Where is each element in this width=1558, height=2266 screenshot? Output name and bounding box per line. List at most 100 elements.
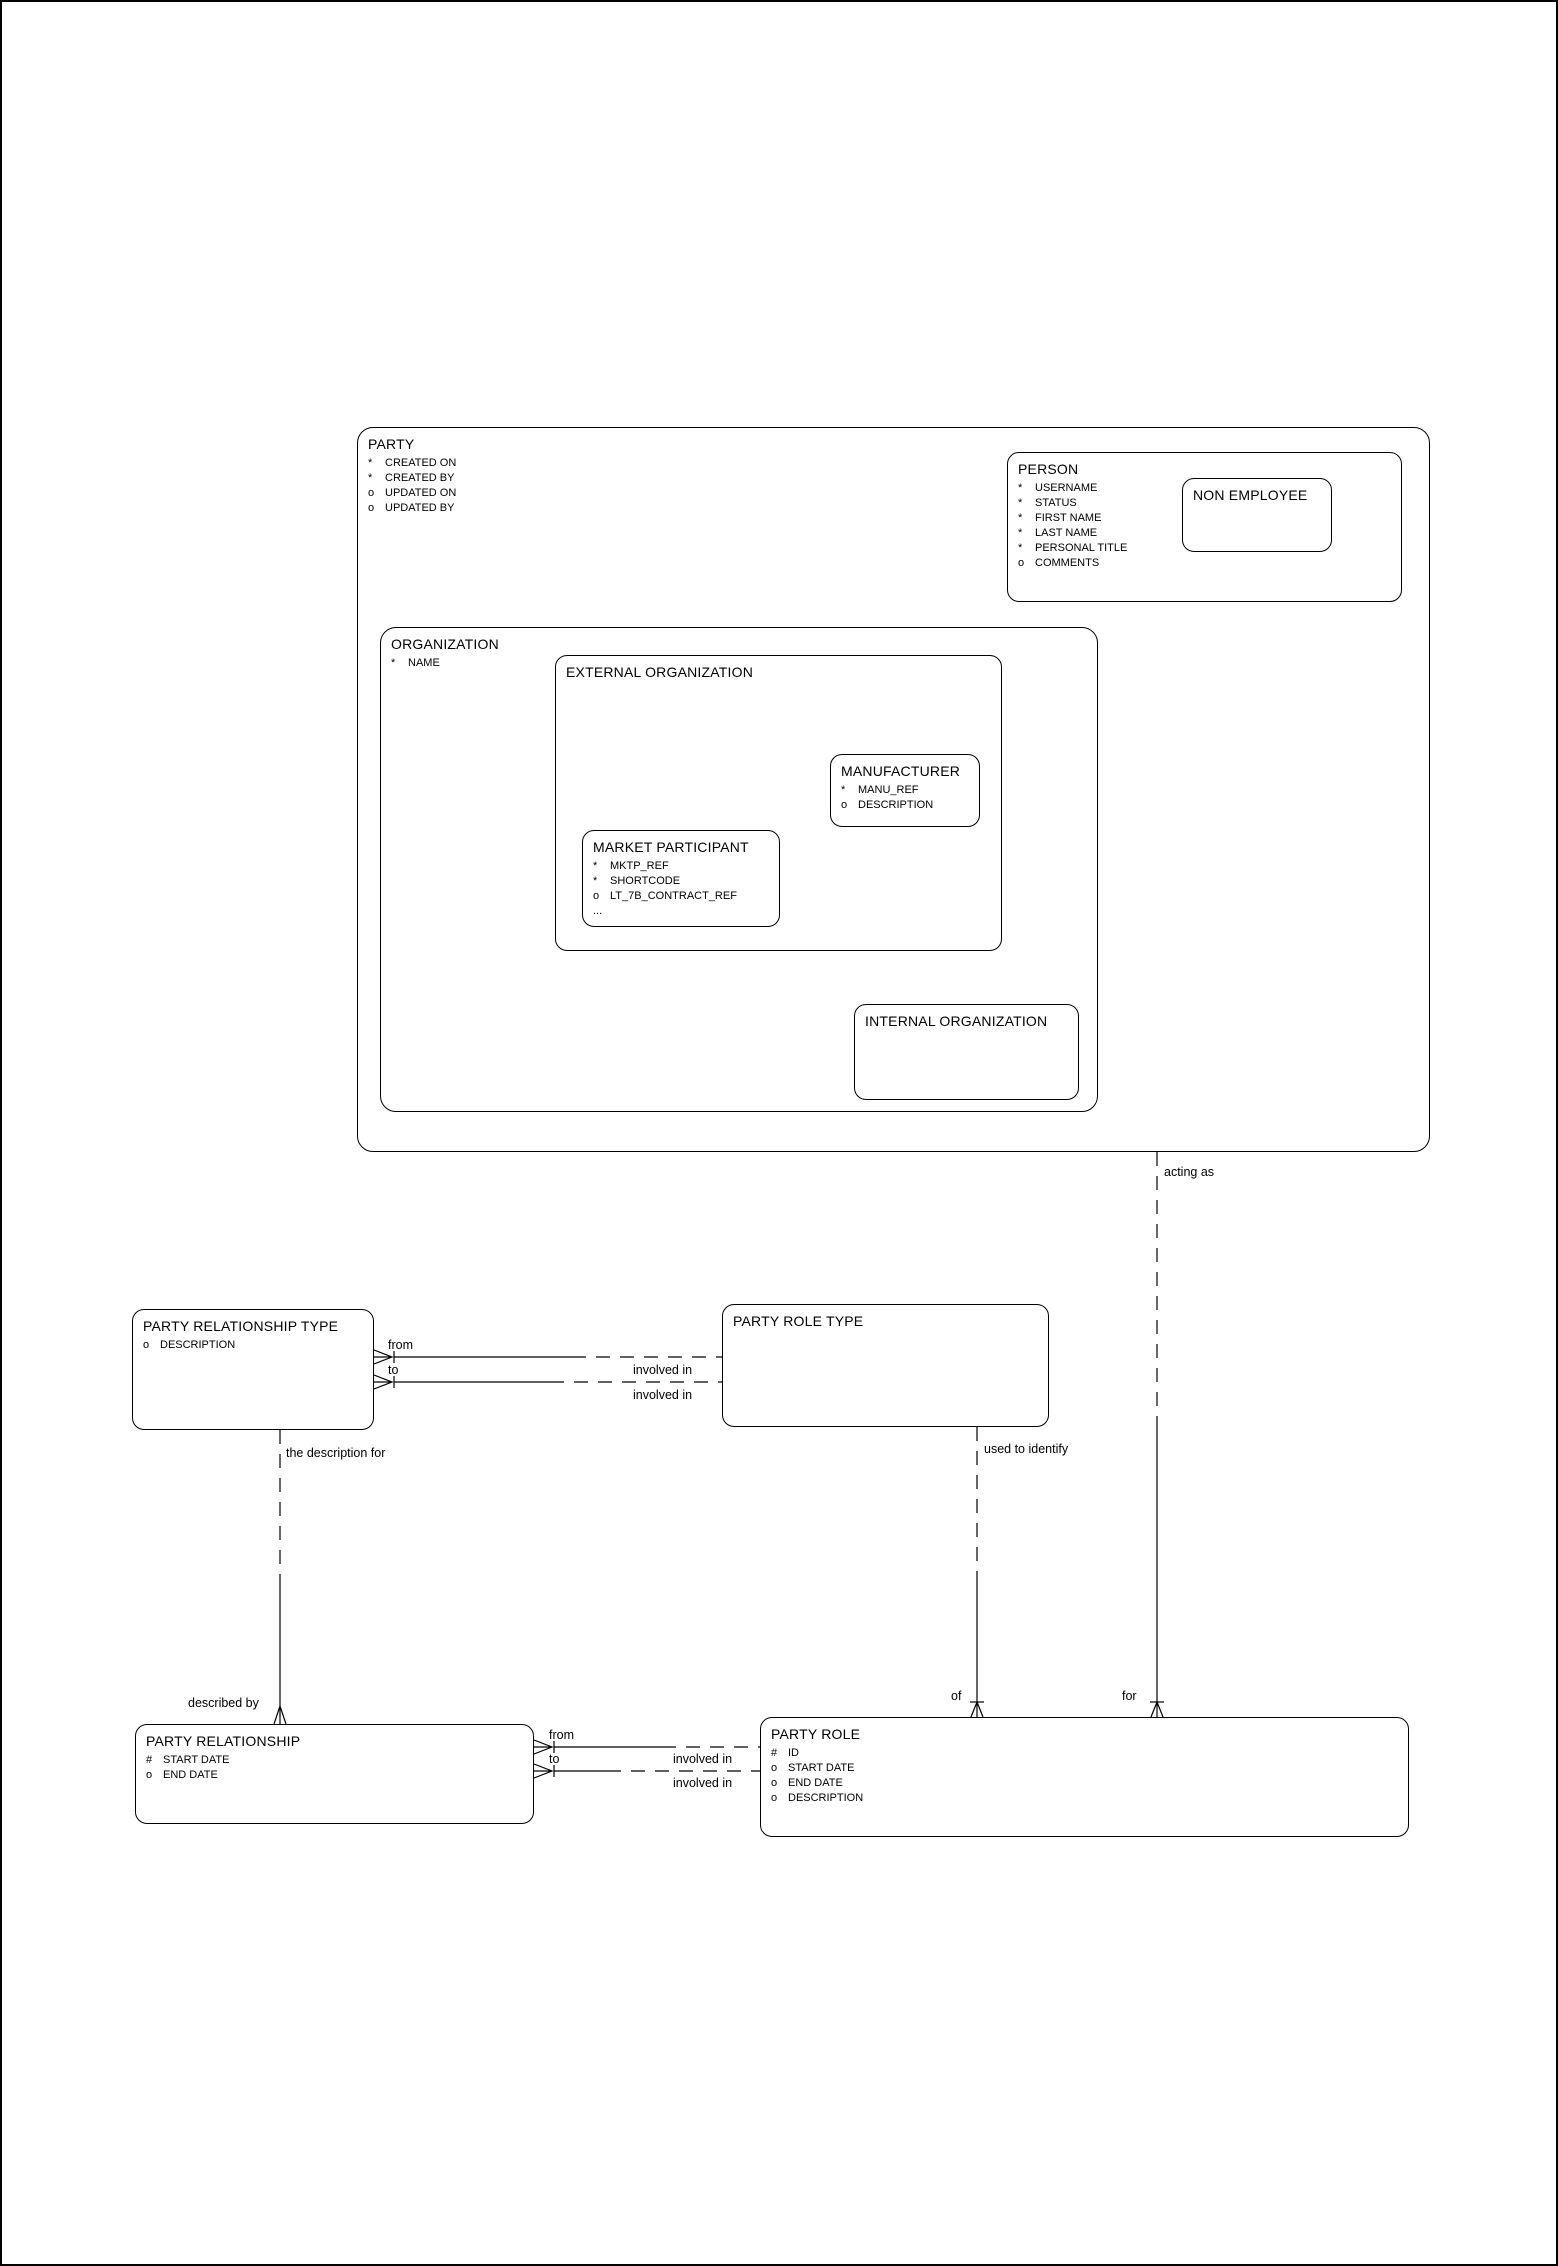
attribute-prefix: * [1018, 482, 1023, 494]
attribute-row: o DESCRIPTION [143, 1338, 363, 1353]
attribute-row: o DESCRIPTION [841, 798, 969, 813]
attribute-name: NAME [408, 657, 440, 669]
attribute-name: CREATED BY [385, 472, 455, 484]
relationship-label-of: of [951, 1689, 962, 1703]
relationship-from-involved-in-top [373, 1349, 722, 1365]
attribute-name: STATUS [1035, 497, 1077, 509]
attribute-row: *FIRST NAME [1018, 511, 1391, 526]
attribute-prefix: * [593, 860, 598, 872]
crow-foot-icon [373, 1349, 394, 1365]
attribute-prefix: o [368, 502, 375, 514]
entity-party-role-type[interactable]: PARTY ROLE TYPE [722, 1304, 1049, 1427]
entity-title: PARTY RELATIONSHIP TYPE [143, 1318, 339, 1334]
attribute-row: ... [593, 904, 769, 919]
relationship-label-to-top: to [388, 1363, 399, 1377]
entity-person[interactable]: PERSON *USERNAME *STATUS *FIRST NAME *LA… [1007, 452, 1402, 602]
attribute-row: * STATUS [1018, 496, 1391, 511]
attribute-row: #ID [771, 1746, 1398, 1761]
attribute-row: o UPDATED ON [368, 486, 1419, 501]
relationship-description-for-described-by [273, 1430, 287, 1725]
attribute-name: MANU_REF [858, 784, 919, 796]
attribute-list: *USERNAME *STATUS *FIRST NAME *LAST NAME… [1018, 481, 1391, 571]
attribute-name: PERSONAL TITLE [1035, 542, 1128, 554]
crow-foot-icon [1150, 1700, 1164, 1718]
attribute-row: *PERSONAL TITLE [1018, 541, 1391, 556]
attribute-row: # START DATE [146, 1753, 523, 1768]
attribute-name: SHORTCODE [610, 875, 681, 887]
attribute-name: FIRST NAME [1035, 512, 1102, 524]
attribute-row: *USERNAME [1018, 481, 1391, 496]
attribute-name: END DATE [788, 1777, 843, 1789]
relationship-label-used-to-identify: used to identify [984, 1442, 1069, 1456]
attribute-name: COMMENTS [1035, 557, 1100, 569]
attribute-prefix: o [146, 1769, 153, 1781]
attribute-prefix: ... [593, 905, 603, 917]
relationship-label-the-description-for: the description for [286, 1446, 386, 1460]
attribute-name: START DATE [163, 1754, 230, 1766]
relationship-label-involved-in-bottom-2: involved in [673, 1776, 733, 1790]
entity-title: PARTY ROLE TYPE [733, 1313, 864, 1329]
attribute-prefix: o [593, 890, 600, 902]
relationship-label-involved-in-bottom-1: involved in [673, 1752, 733, 1766]
attribute-row: * MKTP_REF [593, 859, 769, 874]
attribute-prefix: * [1018, 527, 1023, 539]
attribute-prefix: o [771, 1777, 778, 1789]
attribute-row: *LAST NAME [1018, 526, 1391, 541]
entity-title: ORGANIZATION [391, 636, 499, 652]
entity-market-participant[interactable]: MARKET PARTICIPANT *MKTP_REF *SHORTCODE … [582, 830, 780, 927]
relationship-used-to-identify-of [970, 1427, 984, 1718]
entity-party-relationship-type[interactable]: PARTY RELATIONSHIP TYPE o DESCRIPTION [132, 1309, 374, 1430]
crow-foot-icon [533, 1763, 554, 1779]
attribute-row: o COMMENTS [1018, 556, 1391, 571]
attribute-name: ID [788, 1747, 799, 1759]
entity-external-organization[interactable]: EXTERNAL ORGANIZATION [555, 655, 1002, 951]
entity-internal-organization[interactable]: INTERNAL ORGANIZATION [854, 1004, 1079, 1100]
entity-title: NON EMPLOYEE [1193, 487, 1308, 503]
attribute-name: DESCRIPTION [160, 1339, 236, 1351]
relationship-label-for: for [1122, 1689, 1137, 1703]
attribute-name: UPDATED ON [385, 487, 457, 499]
attribute-row: * SHORTCODE [593, 874, 769, 889]
crow-foot-icon [373, 1374, 394, 1390]
attribute-prefix: o [1018, 557, 1025, 569]
attribute-name: UPDATED BY [385, 502, 455, 514]
attribute-prefix: * [593, 875, 598, 887]
attribute-prefix: * [368, 457, 373, 469]
attribute-prefix: o [143, 1339, 150, 1351]
attribute-row: *CREATED ON [368, 456, 1419, 471]
entity-title: EXTERNAL ORGANIZATION [566, 664, 753, 680]
relationship-label-from-top: from [388, 1338, 413, 1352]
attribute-prefix: o [368, 487, 375, 499]
attribute-list: * NAME [391, 656, 1087, 671]
relationship-to-involved-in-top [373, 1374, 722, 1390]
entity-non-employee[interactable]: NON EMPLOYEE [1182, 478, 1332, 552]
attribute-prefix: * [391, 657, 396, 669]
entity-organization[interactable]: ORGANIZATION * NAME [380, 627, 1098, 1112]
attribute-name: MKTP_REF [610, 860, 669, 872]
attribute-prefix: # [146, 1754, 153, 1766]
relationship-label-from-bottom: from [549, 1728, 574, 1742]
attribute-name: DESCRIPTION [858, 799, 934, 811]
relationship-label-described-by: described by [188, 1696, 259, 1710]
relationship-label-acting-as: acting as [1164, 1165, 1215, 1179]
relationship-label-to-bottom: to [549, 1752, 560, 1766]
attribute-row: * NAME [391, 656, 1087, 671]
attribute-prefix: * [368, 472, 373, 484]
relationship-acting-as-for [1150, 1152, 1164, 1718]
attribute-prefix: * [1018, 497, 1023, 509]
entity-title: MARKET PARTICIPANT [593, 839, 749, 855]
attribute-prefix: o [841, 799, 848, 811]
attribute-prefix: o [771, 1792, 778, 1804]
